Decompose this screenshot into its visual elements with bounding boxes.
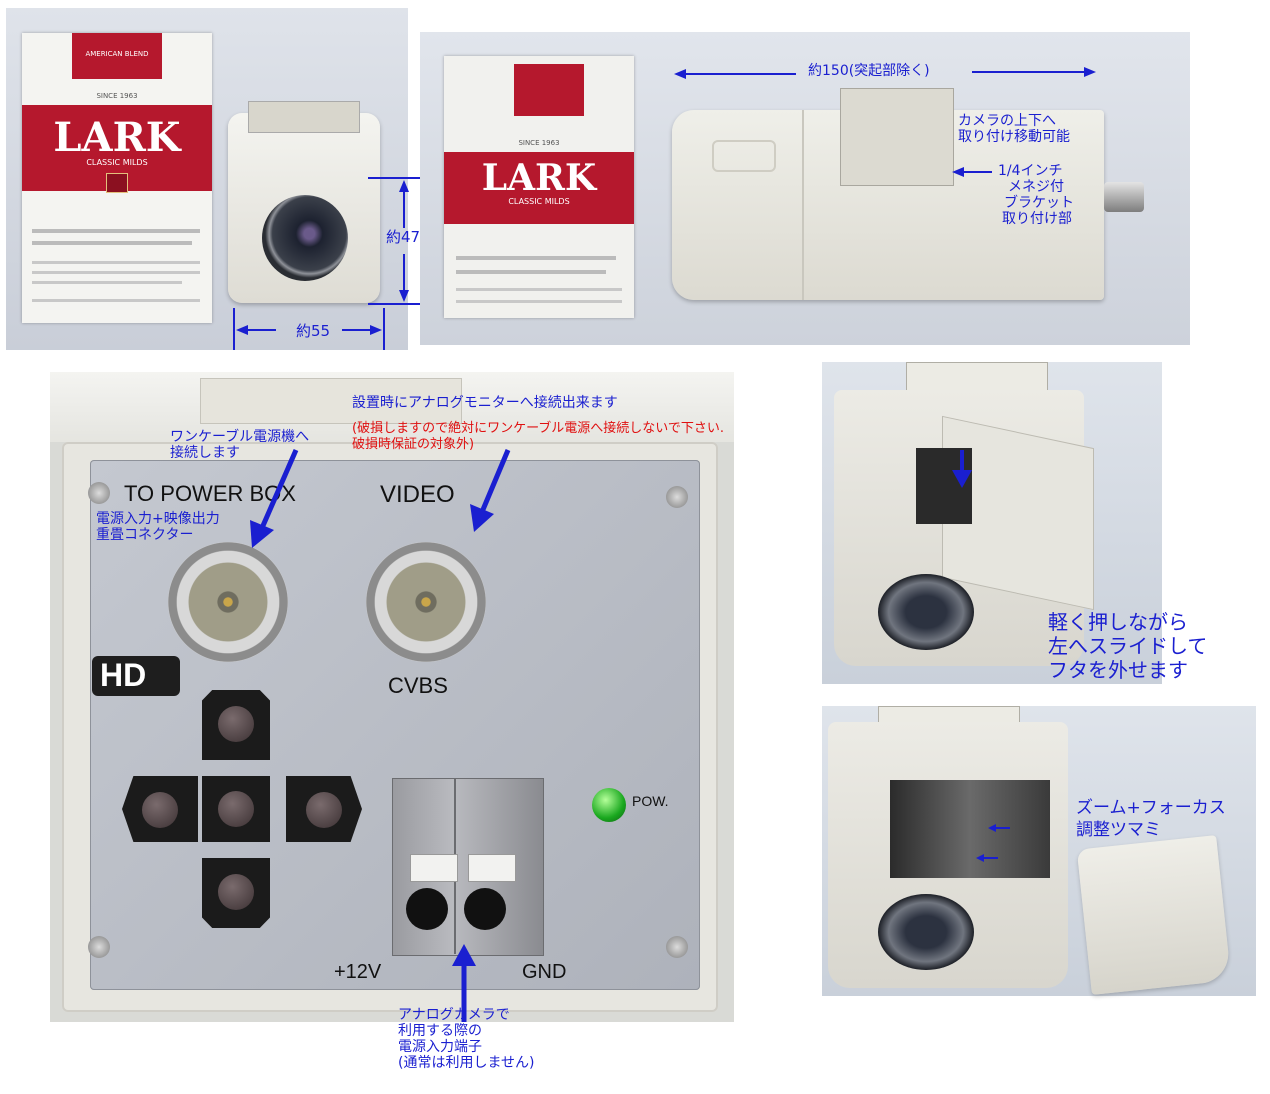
note-bracket-2: メネジ付: [1008, 179, 1064, 195]
note-one-cable-2: 接続します: [170, 445, 240, 461]
button-left-cap: [142, 792, 178, 828]
note-connector-2: 重畳コネクター: [96, 527, 194, 543]
label-video: VIDEO: [380, 481, 455, 508]
note-bracket-4: 取り付け部: [1002, 211, 1072, 227]
label-pow: POW.: [632, 793, 669, 809]
button-up-cap: [218, 706, 254, 742]
pack-side-brand: LARK: [481, 157, 597, 199]
note-mount-1: カメラの上下へ: [958, 113, 1056, 129]
bnc-video-connector: [366, 542, 486, 662]
camera-lens-open: [878, 894, 974, 970]
note-slide-3: フタを外せます: [1048, 658, 1188, 682]
dimension-width: 約55: [296, 322, 331, 340]
cigarette-pack-side: SINCE 1963 LARK CLASSIC MILDS: [444, 56, 634, 318]
label-hd: HD: [100, 657, 147, 693]
bnc-power-connector: [168, 542, 288, 662]
label-gnd: GND: [522, 961, 567, 983]
screw-bottom-right: [666, 936, 688, 958]
note-slide-2: 左へスライドして: [1048, 634, 1208, 658]
note-analog-monitor: 設置時にアナログモニターへ接続出来ます: [352, 395, 618, 411]
note-terminal-4: (通常は利用しません): [398, 1055, 535, 1071]
note-slide-1: 軽く押しながら: [1048, 610, 1188, 634]
note-zoom-focus-2: 調整ツマミ: [1076, 820, 1161, 840]
dimension-length: 約150(突起部除く): [808, 63, 930, 79]
camera-lens-top: [878, 574, 974, 650]
warning-line-1: (破損しますので絶対にワンケーブル電源へ接続しないで下さい.: [352, 421, 725, 436]
photo-back-panel: TO POWER BOX VIDEO CVBS HD POW. +12V GND…: [50, 372, 734, 1022]
label-cvbs: CVBS: [388, 673, 448, 698]
power-led: [592, 788, 626, 822]
warning-line-2: 破損時保証の対象外): [352, 437, 475, 452]
arrow-press-down: [952, 450, 972, 488]
note-zoom-focus-1: ズーム+フォーカス: [1076, 798, 1226, 818]
note-one-cable-1: ワンケーブル電源機へ: [170, 429, 310, 445]
button-down-cap: [218, 874, 254, 910]
note-connector-1: 電源入力+映像出力: [96, 511, 220, 527]
dimension-lines-side: [674, 67, 1096, 177]
dimension-height: 約47: [386, 228, 421, 246]
photo-cover-slide: 軽く押しながら 左へスライドして フタを外せます: [822, 362, 1207, 684]
note-terminal-3: 電源入力端子: [398, 1039, 482, 1055]
note-mount-2: 取り付け移動可能: [958, 129, 1070, 145]
annotation-arrows-back: [250, 449, 511, 1022]
pack-brand: LARK: [53, 114, 181, 161]
pack-since: SINCE 1963: [96, 92, 138, 100]
button-right-cap: [306, 792, 342, 828]
note-terminal-2: 利用する際の: [398, 1023, 482, 1039]
dimension-lines-front: [233, 177, 428, 350]
arrows-zoom-focus: [976, 824, 1010, 862]
note-bracket-1: 1/4インチ: [998, 163, 1063, 179]
bnc-connector: [1104, 182, 1144, 212]
screw-top-right: [666, 486, 688, 508]
pack-sub: CLASSIC MILDS: [86, 158, 148, 167]
photo-side-length: SINCE 1963 LARK CLASSIC MILDS 約150(突起部除く…: [420, 32, 1190, 345]
screw-bottom-left: [88, 936, 110, 958]
label-12v: +12V: [334, 961, 382, 983]
camera-lens: [262, 195, 348, 281]
note-bracket-3: ブラケット: [1004, 195, 1074, 211]
hd-badge: [92, 656, 180, 696]
note-terminal-1: アナログカメラで: [398, 1007, 510, 1023]
pack-top-text: AMERICAN BLEND: [85, 50, 149, 58]
pack-side-sub: CLASSIC MILDS: [508, 197, 570, 206]
cigarette-pack: AMERICAN BLEND SINCE 1963 LARK CLASSIC M…: [22, 33, 212, 323]
photo-front-size: AMERICAN BLEND SINCE 1963 LARK CLASSIC M…: [6, 8, 428, 350]
screw-top-left: [88, 482, 110, 504]
camera-front: [228, 101, 380, 303]
bracket-mount: [840, 88, 954, 186]
label-to-power-box: TO POWER BOX: [124, 481, 296, 506]
photo-zoom-focus: ズーム+フォーカス 調整ツマミ: [822, 706, 1256, 996]
lens-compartment: [890, 780, 1050, 878]
button-center-cap: [218, 791, 254, 827]
pack-side-since: SINCE 1963: [518, 139, 560, 147]
